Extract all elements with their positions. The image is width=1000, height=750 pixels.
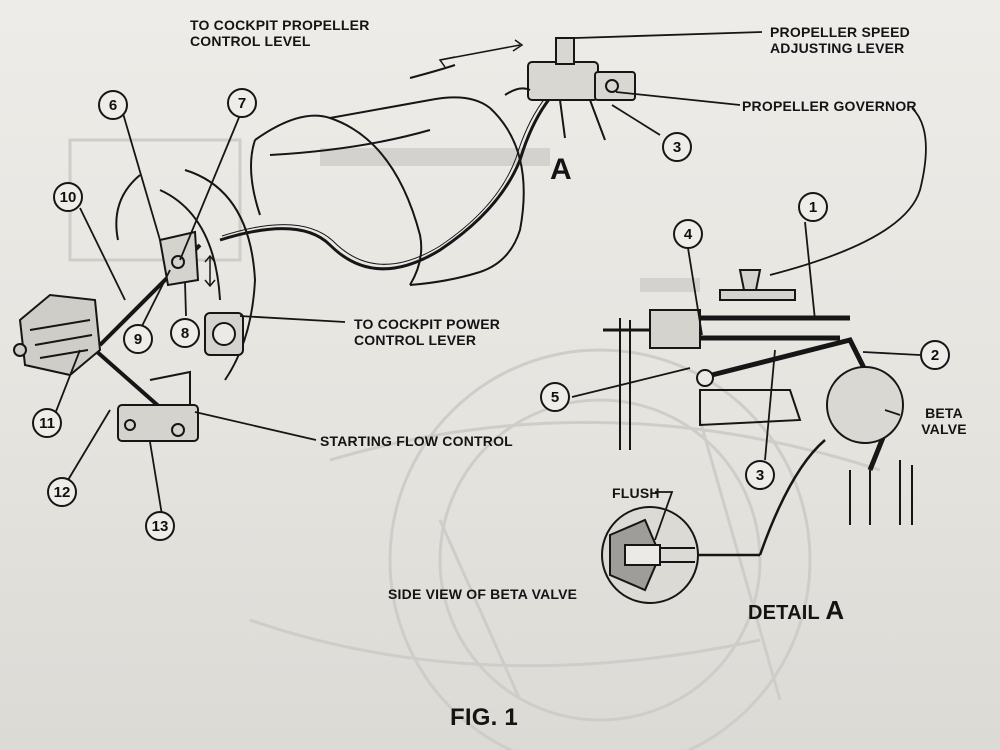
callout-1: 1 [798, 192, 828, 222]
detail-a-drawing [603, 269, 913, 556]
callout-13: 13 [145, 511, 175, 541]
detail-letter: A [825, 595, 845, 625]
label-line: CONTROL LEVER [354, 332, 477, 348]
callout-12: 12 [47, 477, 77, 507]
callout-3-detail: 3 [745, 460, 775, 490]
label-prop-governor: PROPELLER GOVERNOR [742, 98, 917, 114]
engine-housing [115, 96, 525, 381]
label-line: ADJUSTING LEVER [770, 40, 905, 56]
label-line: BETA [925, 405, 963, 421]
label-prop-speed-lever: PROPELLER SPEED ADJUSTING LEVER [770, 24, 910, 56]
callout-8: 8 [170, 318, 200, 348]
label-detail-marker: A [550, 153, 572, 186]
label-cockpit-power: TO COCKPIT POWER CONTROL LEVER [354, 316, 500, 348]
label-cockpit-propeller: TO COCKPIT PROPELLER CONTROL LEVEL [190, 17, 370, 49]
callout-3-governor: 3 [662, 132, 692, 162]
callout-11: 11 [32, 408, 62, 438]
beta-valve-side-view [601, 491, 760, 604]
callout-10: 10 [53, 182, 83, 212]
callout-9: 9 [123, 324, 153, 354]
leader-lines [54, 31, 927, 516]
callout-6: 6 [98, 90, 128, 120]
detail-word: DETAIL [748, 602, 820, 624]
control-linkages [93, 39, 564, 427]
ghost-text-block [320, 148, 700, 292]
label-line: TO COCKPIT POWER [354, 316, 501, 332]
propeller-governor-assembly [504, 37, 636, 141]
starting-flow-control-unit [117, 370, 199, 442]
label-flush: FLUSH [612, 485, 660, 501]
label-line: CONTROL LEVEL [190, 33, 311, 49]
label-line: PROPELLER SPEED [770, 24, 910, 40]
callout-2: 2 [920, 340, 950, 370]
label-starting-flow: STARTING FLOW CONTROL [320, 433, 513, 449]
callout-4: 4 [673, 219, 703, 249]
callout-7: 7 [227, 88, 257, 118]
label-side-view: SIDE VIEW OF BETA VALVE [388, 586, 578, 602]
bleed-valve-port [204, 312, 244, 356]
callout-5: 5 [540, 382, 570, 412]
label-detail-a: DETAIL A [748, 595, 845, 625]
label-line: TO COCKPIT PROPELLER [190, 17, 370, 33]
label-line: VALVE [921, 421, 967, 437]
fuel-control-unit [13, 293, 102, 377]
label-beta-valve: BETA VALVE [912, 405, 976, 437]
figure-caption: FIG. 1 [450, 704, 518, 731]
